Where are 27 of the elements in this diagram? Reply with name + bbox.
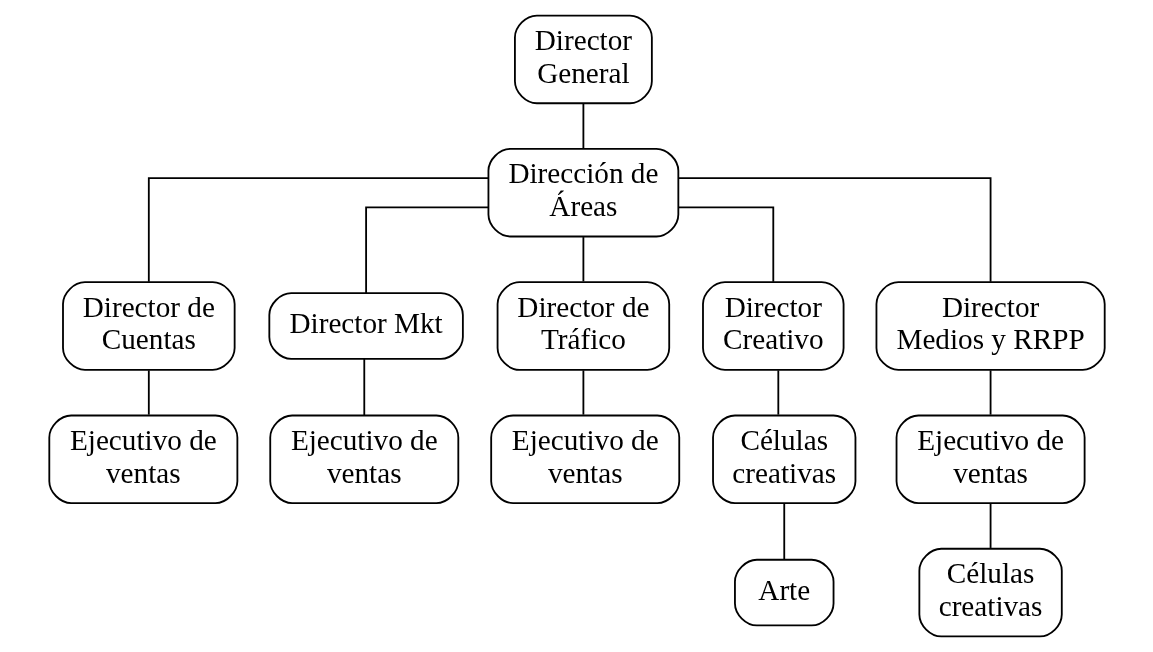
node-box: Arte [733, 558, 834, 627]
node-box: Director de Cuentas [61, 281, 236, 371]
connector [676, 177, 991, 283]
connector [362, 358, 365, 417]
node-box: Director Medios y RRPP [875, 281, 1106, 371]
node-box: Ejecutivo de ventas [489, 414, 680, 505]
connector [581, 369, 584, 416]
connector [581, 102, 584, 149]
connector [677, 206, 774, 283]
connector [364, 206, 489, 294]
node-box: Director Creativo [701, 281, 844, 371]
node-box: Director de Tráfico [496, 281, 670, 371]
connector [989, 369, 991, 416]
node-box: Director General [513, 14, 653, 105]
node-box: Dirección de Áreas [487, 147, 679, 238]
connector [147, 369, 150, 416]
node-box: Células creativas [711, 414, 856, 505]
node-box: Ejecutivo de ventas [268, 414, 459, 505]
node-box: Director Mkt [267, 292, 464, 360]
connector [782, 502, 785, 561]
connector [989, 502, 991, 549]
connector [581, 236, 584, 283]
connector [776, 369, 779, 416]
node-box: Ejecutivo de ventas [47, 414, 238, 505]
node-box: Ejecutivo de ventas [895, 414, 1086, 505]
node-box: Células creativas [917, 547, 1063, 638]
connector [147, 177, 489, 283]
